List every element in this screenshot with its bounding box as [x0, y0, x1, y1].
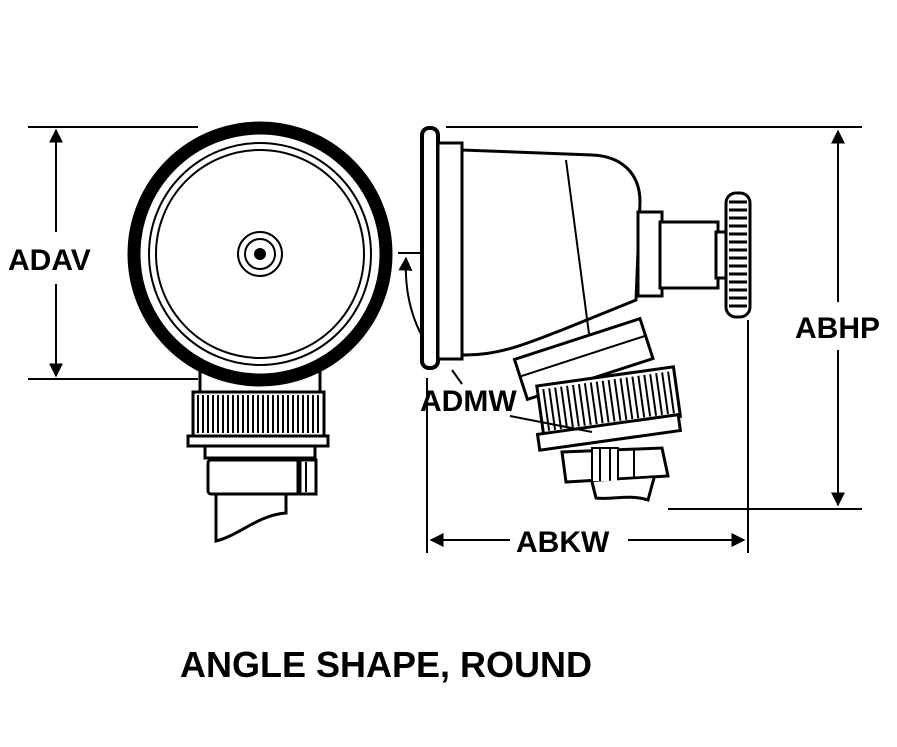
knurl-line — [643, 374, 652, 417]
knurl-line — [607, 379, 616, 422]
knurl-line — [583, 383, 592, 426]
nut-knurling — [542, 371, 675, 431]
knurl-line — [589, 382, 598, 425]
front-knurling — [197, 395, 319, 433]
diagram-caption: ANGLE SHAPE, ROUND — [180, 644, 592, 685]
knurl-line — [637, 375, 646, 418]
knurl-line — [625, 377, 634, 420]
knurl-line — [577, 383, 586, 426]
knob-knurling — [729, 200, 747, 308]
dim-label-adav: ADAV — [8, 244, 91, 277]
knurl-line — [554, 387, 563, 430]
knurl-line — [601, 380, 610, 423]
knurl-line — [548, 388, 557, 431]
knurl-line — [631, 376, 640, 419]
knurl-line — [667, 371, 675, 414]
knurl-line — [655, 373, 664, 416]
knurl-line — [661, 372, 669, 415]
side-view — [398, 126, 862, 553]
knurl-line — [560, 386, 568, 429]
front-view — [28, 121, 393, 543]
dim-label-admw: ADMW — [420, 385, 517, 418]
knurl-line — [595, 381, 604, 424]
knurl-line — [572, 384, 580, 427]
knurl-line — [619, 378, 628, 421]
knurl-line — [566, 385, 574, 428]
flange-outer — [127, 121, 393, 387]
dim-label-abkw: ABKW — [516, 526, 610, 559]
knurl-line — [649, 373, 658, 416]
dim-label-abhp: ABHP — [795, 312, 880, 345]
knurl-line — [613, 378, 622, 421]
